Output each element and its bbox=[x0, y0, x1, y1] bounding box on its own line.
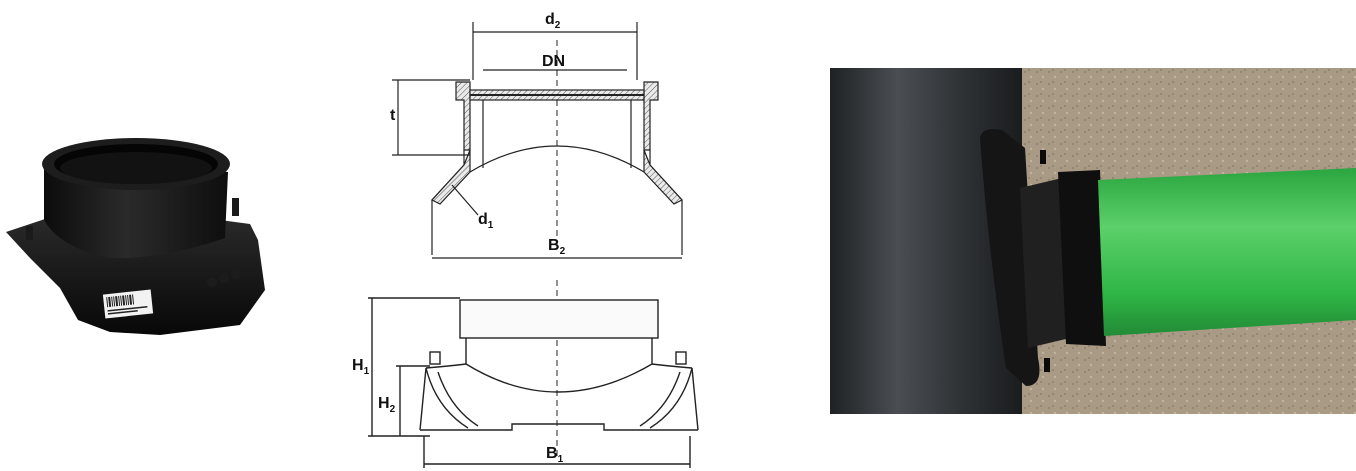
dimension-drawing: d2 DN t d1 B2 bbox=[352, 11, 699, 468]
label-b1: B1 bbox=[546, 445, 564, 465]
label-t: t bbox=[390, 107, 396, 124]
saddle-fitting-image bbox=[6, 138, 265, 335]
product-label-sticker bbox=[102, 289, 154, 319]
product-photo bbox=[0, 120, 290, 360]
installed-fitting-image bbox=[830, 68, 1356, 414]
installation-photo bbox=[830, 68, 1356, 414]
top-view bbox=[392, 22, 683, 259]
side-view bbox=[368, 280, 699, 468]
label-h1: H1 bbox=[352, 357, 370, 377]
label-b2: B2 bbox=[548, 237, 566, 257]
label-d1: d1 bbox=[478, 211, 494, 231]
technical-drawing: d2 DN t d1 B2 bbox=[340, 0, 700, 471]
label-h2: H2 bbox=[378, 395, 396, 415]
label-dn: DN bbox=[542, 53, 565, 70]
label-d2: d2 bbox=[545, 11, 561, 31]
